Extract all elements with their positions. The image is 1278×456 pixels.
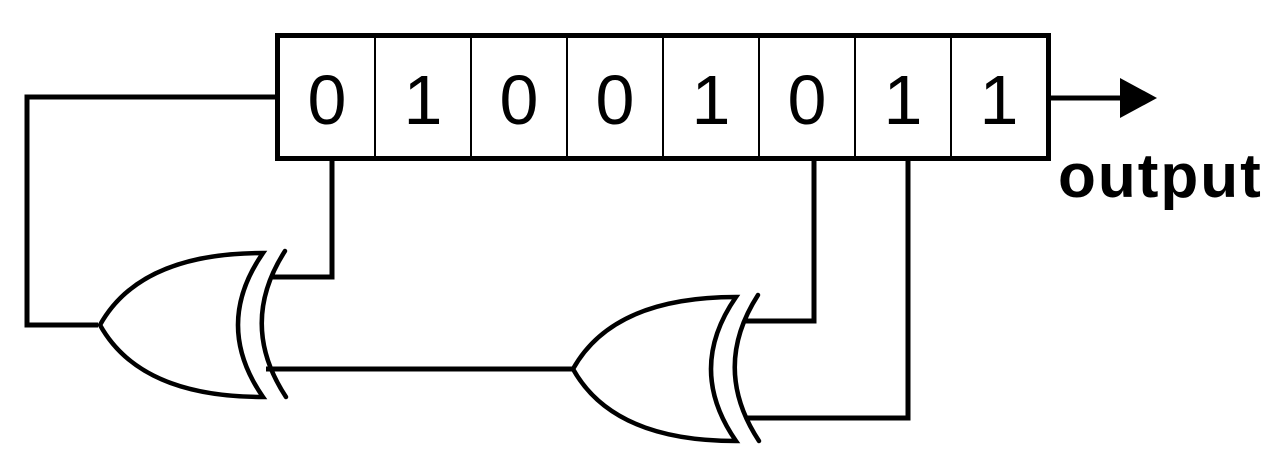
register-bit: 1 [979, 61, 1019, 139]
xor-gate-input-arc [259, 248, 289, 400]
xor-gate-icon [97, 250, 268, 400]
register-bit: 1 [883, 61, 923, 139]
register-cell-3: 0 [568, 38, 664, 156]
register-bit: 0 [595, 61, 635, 139]
register-cell-7: 1 [952, 38, 1046, 156]
xor-gate-input-arc [732, 292, 762, 444]
arrow-right-icon [1120, 78, 1157, 118]
output-label: output [1058, 142, 1263, 211]
feedback-wire [24, 94, 282, 328]
xor-gate-left [97, 248, 289, 400]
tap-wire-cell6 [745, 158, 911, 421]
tap-wire-cell5 [745, 158, 817, 324]
register-bit: 0 [787, 61, 827, 139]
tap-wire-cell0 [270, 158, 335, 280]
register-cell-4: 1 [664, 38, 760, 156]
register-cell-6: 1 [856, 38, 952, 156]
register-bit: 0 [307, 61, 347, 139]
register-cell-2: 0 [472, 38, 568, 156]
register-bit: 1 [403, 61, 443, 139]
shift-register: 0 1 0 0 1 0 1 1 [275, 33, 1051, 161]
xor-gate-icon [570, 294, 741, 444]
register-bit: 0 [499, 61, 539, 139]
register-cell-5: 0 [760, 38, 856, 156]
register-cell-1: 1 [376, 38, 472, 156]
xor-gate-right [570, 292, 762, 444]
register-cell-0: 0 [280, 38, 376, 156]
register-bit: 1 [691, 61, 731, 139]
